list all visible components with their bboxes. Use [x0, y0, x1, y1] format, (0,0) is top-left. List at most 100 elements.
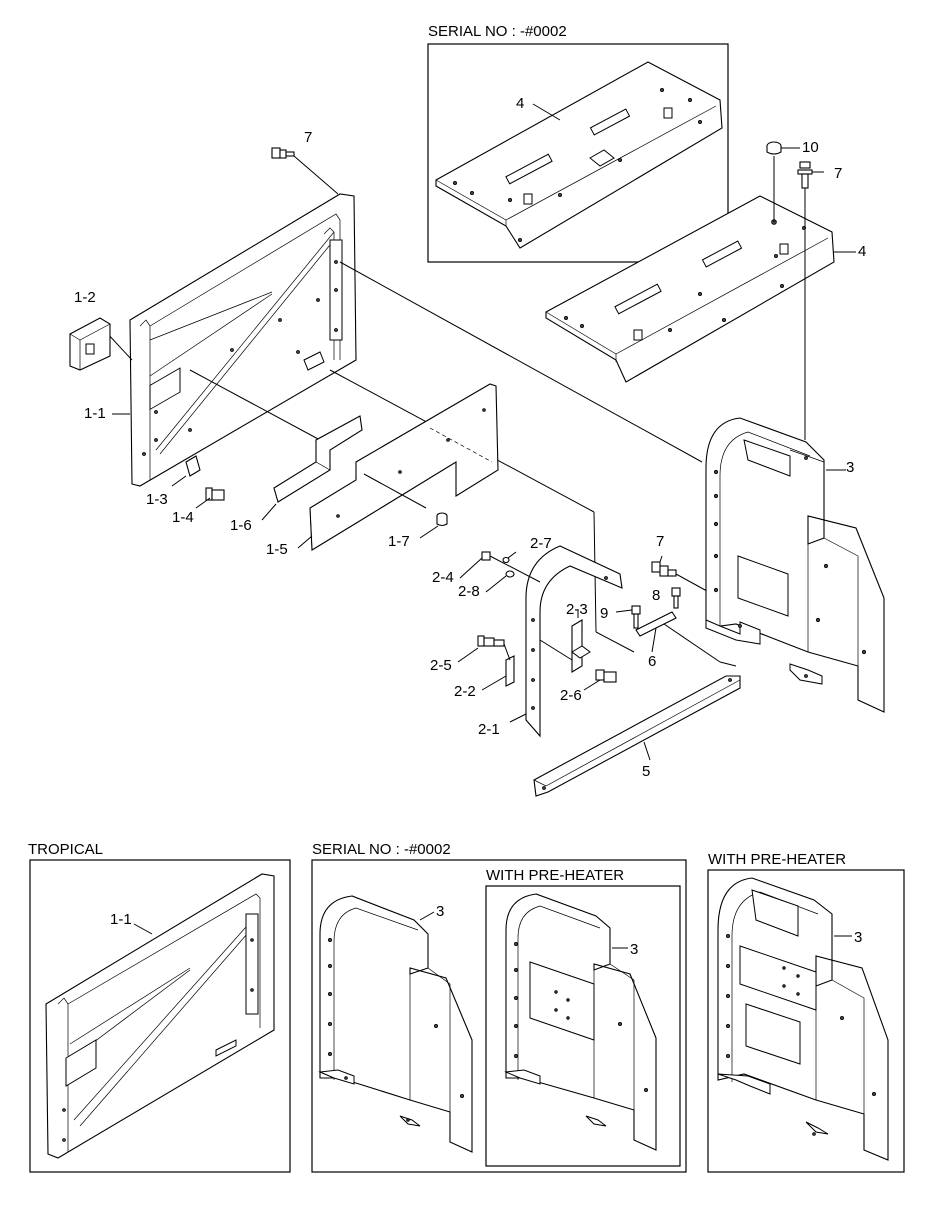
callout-1-5: 1-5 — [266, 541, 288, 558]
door-1-1 — [129, 193, 357, 487]
washer-2-7 — [502, 556, 510, 564]
cap-10 — [766, 141, 800, 222]
callout-4-main: 4 — [858, 243, 867, 260]
leader-1-5 — [297, 535, 313, 549]
inset-box-serial-top — [427, 43, 729, 263]
callout-1-3: 1-3 — [146, 491, 168, 508]
title-serial-bottom: SERIAL NO : -#0002 — [312, 841, 451, 858]
leader-2-4 — [459, 557, 483, 579]
bracket-1-3 — [185, 455, 201, 477]
callout-2-8: 2-8 — [458, 583, 480, 600]
bolt-8 — [671, 587, 681, 609]
leader-2-8 — [485, 575, 507, 593]
leader-7-top — [293, 155, 339, 195]
title-preheater-inner: WITH PRE-HEATER — [486, 867, 625, 884]
callout-7-top: 7 — [304, 129, 313, 146]
callout-6: 6 — [648, 653, 657, 670]
cap-1-7 — [436, 512, 448, 527]
callout-2-3: 2-3 — [566, 601, 588, 618]
leader-7-mid — [659, 555, 663, 563]
leader-1-7 — [419, 525, 439, 539]
callout-3: 3 — [846, 459, 855, 476]
leader-6-to-5 — [663, 623, 721, 663]
leader-2-end — [595, 631, 635, 653]
plate-4-inset — [435, 61, 723, 249]
callout-1-7: 1-7 — [388, 533, 410, 550]
bolt-9 — [631, 605, 641, 629]
callout-5: 5 — [642, 763, 651, 780]
bolt-7-top — [271, 147, 295, 159]
leader-1-1b — [133, 923, 153, 935]
leader-1-5-to-1-7 — [363, 473, 427, 509]
callout-2-2: 2-2 — [454, 683, 476, 700]
callout-4-inset: 4 — [516, 95, 525, 112]
callout-3-serial: 3 — [436, 903, 445, 920]
bracket-2-3 — [571, 619, 591, 673]
callout-9: 9 — [600, 605, 609, 622]
leader-2-6 — [583, 679, 601, 691]
inset-box-serial-bottom — [311, 859, 687, 1173]
callout-1-6: 1-6 — [230, 517, 252, 534]
callout-2-5: 2-5 — [430, 657, 452, 674]
bolt-7-mid — [651, 561, 677, 577]
leader-5 — [643, 741, 651, 761]
bolt-1-4 — [205, 487, 225, 501]
inset-box-preheater-inner — [485, 885, 681, 1167]
callout-3-preheater-right: 3 — [854, 929, 863, 946]
leader-door-to-1-6 — [189, 369, 321, 441]
leader-3b — [419, 911, 435, 921]
callout-7-right: 7 — [834, 165, 843, 182]
leader-1-3 — [171, 475, 187, 487]
plate-4-main — [545, 195, 835, 383]
leader-1-5-hidden — [429, 427, 493, 463]
callout-3-preheater-inner: 3 — [630, 941, 639, 958]
bolt-7-right — [797, 161, 824, 228]
leader-2-5b — [503, 643, 511, 661]
title-serial-top: SERIAL NO : -#0002 — [428, 23, 567, 40]
callout-2-1: 2-1 — [478, 721, 500, 738]
leader-2-3b — [539, 639, 573, 661]
leader-6 — [651, 627, 657, 653]
leader-2-5 — [457, 647, 479, 663]
callout-1-1-tropical: 1-1 — [110, 911, 132, 928]
callout-1-4: 1-4 — [172, 509, 194, 526]
bracket-2-2 — [505, 655, 515, 687]
board-1-5 — [309, 383, 499, 551]
panel-3-preheater-inner — [504, 893, 657, 1151]
leader-1-4 — [195, 497, 211, 509]
title-preheater-right: WITH PRE-HEATER — [708, 851, 847, 868]
bolt-2-4 — [481, 551, 541, 583]
inset-box-tropical — [29, 859, 291, 1173]
rod-6 — [635, 611, 677, 637]
leader-2-1 — [509, 713, 527, 723]
callout-10: 10 — [802, 139, 819, 156]
inset-box-preheater-right — [707, 869, 905, 1173]
leader-2-2 — [481, 675, 507, 691]
leader-9 — [615, 609, 633, 613]
callout-7-mid: 7 — [656, 533, 665, 550]
leader-6-to-5b — [719, 661, 737, 667]
leader-4a — [532, 103, 561, 121]
washer-2-8 — [505, 570, 515, 578]
leader-2-7 — [507, 551, 517, 559]
callout-8: 8 — [652, 587, 661, 604]
callout-1-2: 1-2 — [74, 289, 96, 306]
door-tropical — [45, 873, 275, 1159]
panel-3-main — [705, 417, 885, 713]
panel-3-preheater-right — [717, 877, 889, 1161]
leader-door-to-3 — [339, 261, 703, 463]
callout-2-7: 2-7 — [530, 535, 552, 552]
panel-3-serial — [318, 895, 473, 1153]
bolt-2-5 — [477, 635, 505, 647]
bar-5 — [533, 675, 741, 797]
title-tropical: TROPICAL — [28, 841, 104, 858]
leader-1-6 — [261, 503, 277, 521]
callout-1-1: 1-1 — [84, 405, 106, 422]
latch-1-2 — [69, 317, 111, 371]
frame-2-1 — [525, 545, 623, 738]
bracket-1-6 — [273, 415, 363, 503]
callout-2-4: 2-4 — [432, 569, 454, 586]
callout-2-6: 2-6 — [560, 687, 582, 704]
